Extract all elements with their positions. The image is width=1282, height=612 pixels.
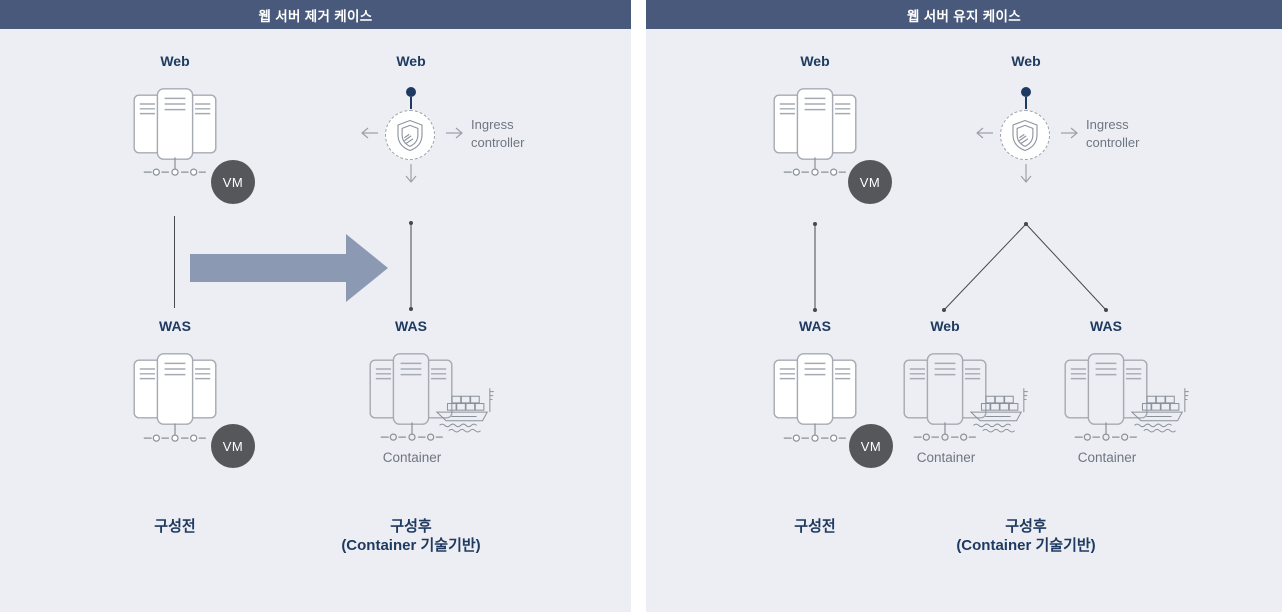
branch-was-label: WAS xyxy=(1090,318,1122,334)
vm-badge: VM xyxy=(849,424,893,468)
endpoint-stem xyxy=(1025,97,1027,109)
branch-web-label: Web xyxy=(930,318,960,334)
branch-lines xyxy=(942,222,1108,312)
vm-badge: VM xyxy=(211,424,255,468)
shield-icon xyxy=(1010,119,1040,152)
before-web-label: Web xyxy=(800,53,830,69)
before-caption: 구성전 xyxy=(794,518,836,535)
endpoint-stem xyxy=(410,97,412,109)
network-connector-icon xyxy=(780,423,850,443)
arrow-right-icon xyxy=(446,127,463,139)
panel-web-server-removal: 웹 서버 제거 케이스 Web VM WAS VM 구성전 Web Ingres… xyxy=(0,0,631,612)
endpoint-dot xyxy=(406,87,416,97)
after-caption-line2: (Container 기술기반) xyxy=(956,537,1096,554)
after-caption-line2: (Container 기술기반) xyxy=(341,537,481,554)
after-caption: 구성후 (Container 기술기반) xyxy=(291,517,531,555)
endpoint-dot xyxy=(1021,87,1031,97)
ingress-controller-label: Ingress controller xyxy=(1086,117,1140,150)
container-label: Container xyxy=(916,450,976,465)
network-connector-icon xyxy=(1071,422,1141,442)
server-stack-icon xyxy=(767,84,863,164)
before-caption: 구성전 xyxy=(154,518,196,535)
ingress-controller-icon xyxy=(385,110,435,160)
panel-title: 웹 서버 제거 케이스 xyxy=(0,0,631,29)
after-caption: 구성후 (Container 기술기반) xyxy=(906,517,1146,555)
panel-web-server-keep: 웹 서버 유지 케이스 Web VM WAS VM 구성전 Web Ingres… xyxy=(646,0,1282,612)
before-was-label: WAS xyxy=(799,318,831,334)
arrow-down-icon xyxy=(1020,164,1032,183)
network-connector-icon xyxy=(780,157,850,177)
panel-title: 웹 서버 유지 케이스 xyxy=(646,0,1282,29)
transition-arrow-icon xyxy=(190,234,388,302)
before-was-label: WAS xyxy=(159,318,191,334)
after-caption-line1: 구성후 xyxy=(1005,518,1047,535)
arrow-left-icon xyxy=(361,127,378,139)
after-web-label: Web xyxy=(396,53,426,69)
arrow-right-icon xyxy=(1061,127,1078,139)
network-connector-icon xyxy=(910,422,980,442)
vm-badge: VM xyxy=(848,160,892,204)
ingress-controller-icon xyxy=(1000,110,1050,160)
network-connector-icon xyxy=(377,422,447,442)
connector-line xyxy=(174,216,175,308)
server-stack-icon xyxy=(127,84,223,164)
after-caption-line1: 구성후 xyxy=(390,518,432,535)
before-web-label: Web xyxy=(160,53,190,69)
vm-badge: VM xyxy=(211,160,255,204)
connector-line-dotted xyxy=(409,221,413,311)
arrow-left-icon xyxy=(976,127,993,139)
arrow-down-icon xyxy=(405,164,417,183)
container-label: Container xyxy=(1077,450,1137,465)
after-web-label: Web xyxy=(1011,53,1041,69)
shield-icon xyxy=(395,119,425,152)
server-stack-icon xyxy=(127,349,223,429)
network-connector-icon xyxy=(140,423,210,443)
ingress-controller-label: Ingress controller xyxy=(471,117,525,150)
after-was-label: WAS xyxy=(395,318,427,334)
network-connector-icon xyxy=(140,157,210,177)
server-stack-icon xyxy=(767,349,863,429)
container-label: Container xyxy=(382,450,442,465)
connector-line-dotted xyxy=(813,222,817,312)
